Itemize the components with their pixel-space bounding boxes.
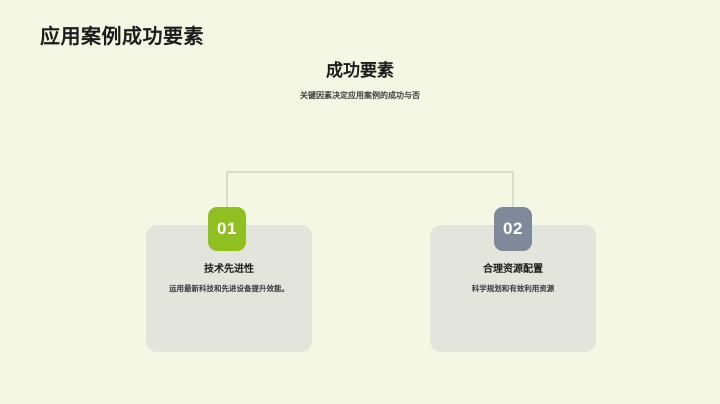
card-title: 合理资源配置 <box>483 264 543 275</box>
section-subheading: 关键因素决定应用案例的成功与否 <box>300 91 420 101</box>
card-description: 运用最新科技和先进设备提升效能。 <box>169 283 289 293</box>
card-text-block: 技术先进性 运用最新科技和先进设备提升效能。 <box>146 263 312 294</box>
card-description: 科学规划和有效利用资源 <box>471 283 555 293</box>
section-heading: 成功要素 <box>326 61 394 80</box>
page-title: 应用案例成功要素 <box>40 26 204 48</box>
card-text-block: 合理资源配置 科学规划和有效利用资源 <box>430 263 596 294</box>
card-number-badge: 02 <box>494 207 532 251</box>
card-title: 技术先进性 <box>204 264 254 275</box>
card-number-badge: 01 <box>208 207 246 251</box>
section-header: 成功要素 关键因素决定应用案例的成功与否 <box>0 60 720 101</box>
